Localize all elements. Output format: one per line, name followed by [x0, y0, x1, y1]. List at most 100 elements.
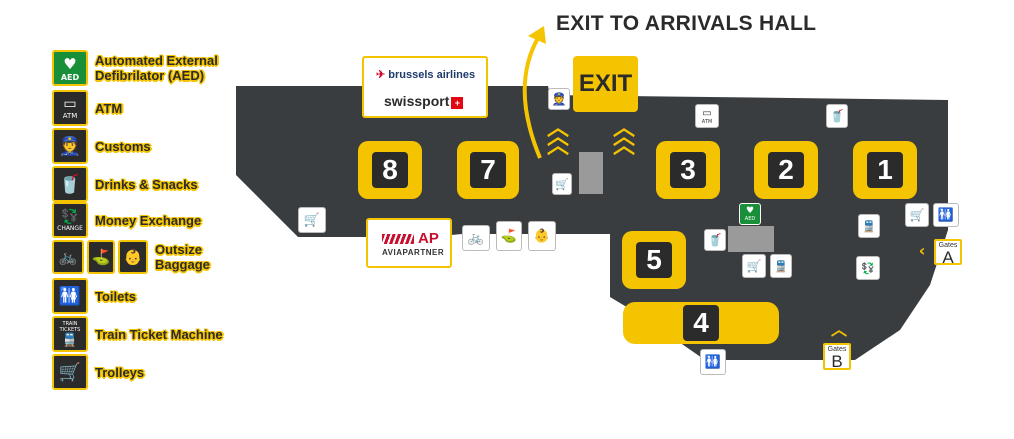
train-ticket-icon: TRAIN TICKETS🚆	[52, 316, 88, 352]
aviapartner-text: AVIAPARTNER	[382, 248, 445, 257]
legend-aed-text: AED	[60, 72, 80, 82]
money-exchange-icon: 💱CHANGE	[52, 202, 88, 238]
belt-number-4: 4	[683, 305, 719, 341]
legend-item-drinks-snacks: 🥤 Drinks & Snacks	[52, 166, 198, 202]
baggage-belt-1: 1	[853, 141, 917, 199]
legend-label-outsize-baggage: Outsize Baggage	[155, 242, 210, 272]
legend-label-toilets: Toilets	[95, 288, 136, 304]
customs-icon: 👮	[52, 128, 88, 164]
legend-change-glyph: 💱	[61, 208, 79, 225]
exit-arrow	[522, 37, 542, 159]
legend-atm-text: ATM	[62, 112, 78, 120]
belt-number-7: 7	[470, 152, 506, 188]
legend-label-train-ticket: Train Ticket Machine	[95, 326, 223, 342]
drinks-snacks-icon: 🥤	[704, 229, 726, 251]
exit-sign: EXIT	[573, 56, 638, 112]
gate-a-arrow: ‹	[918, 241, 926, 260]
atm-icon: ▭ATM	[52, 90, 88, 126]
aed-icon: ♥AED	[52, 50, 88, 86]
legend-item-aed: ♥AED Automated External Defibrilator (AE…	[52, 50, 225, 86]
legend-item-trolleys: 🛒 Trolleys	[52, 354, 144, 390]
legend-item-customs: 👮 Customs	[52, 128, 151, 164]
belt-number-3: 3	[670, 152, 706, 188]
brussels-airlines-text: brussels airlines	[388, 69, 476, 81]
gate-a-letter: A	[942, 248, 954, 267]
legend-label-aed: Automated External Defibrilator (AED)	[95, 53, 218, 83]
train-ticket-icon: 🚆	[770, 254, 792, 278]
trolleys-icon: 🛒	[552, 173, 572, 195]
toilets-icon: 🚻	[52, 278, 88, 314]
brussels-airlines-icon: ✈	[376, 69, 386, 81]
baggage-belt-4: 4	[623, 302, 779, 344]
outsize-golf-icon: ⛳	[496, 221, 522, 251]
exit-sign-text: EXIT	[578, 70, 633, 97]
legend-label-trolleys: Trolleys	[95, 364, 145, 380]
gate-b-arrow: ︿	[830, 320, 847, 339]
outsize-golf-icon: ⛳	[87, 240, 115, 274]
gate-b-sign: Gates B	[823, 343, 851, 370]
baggage-belt-8: 8	[358, 141, 422, 199]
aed-icon-text: AED	[744, 216, 756, 222]
gate-b-small-text: Gates	[827, 346, 847, 353]
drinks-snacks-icon: 🥤	[826, 104, 848, 128]
legend-aed-heart: ♥	[63, 54, 77, 73]
legend-label-customs: Customs	[95, 138, 151, 154]
legend-atm-glyph: ▭	[63, 96, 77, 112]
swissport-logo: swissport+	[384, 93, 464, 109]
baggage-belt-2: 2	[754, 141, 818, 199]
legend-label-atm: ATM	[95, 100, 123, 116]
train-ticket-icon: 🚆	[858, 214, 880, 238]
swissport-text: swissport	[384, 93, 450, 109]
legend-train-text: TRAIN TICKETS	[59, 320, 81, 333]
outsize-bicycle-icon: 🚲	[462, 225, 490, 251]
legend-train-glyph: 🚆	[61, 332, 79, 348]
outsize-bicycle-icon: 🚲	[52, 240, 84, 274]
gate-a-small-text: Gates	[938, 242, 958, 249]
money-exchange-icon: 💱	[856, 256, 880, 280]
trolleys-icon: 🛒	[298, 207, 326, 233]
chevrons-up-right: ︿︿︿	[612, 116, 635, 159]
baggage-belt-3: 3	[656, 141, 720, 199]
atm-icon: ▭ATM	[695, 104, 719, 128]
aviapartner-panel: AP AVIAPARTNER	[366, 218, 452, 268]
legend-item-atm: ▭ATM ATM	[52, 90, 122, 126]
information-desk	[728, 226, 774, 252]
outsize-pram-icon: 👶	[118, 240, 148, 274]
legend-item-train-ticket: TRAIN TICKETS🚆 Train Ticket Machine	[52, 316, 223, 352]
legend-item-money-exchange: 💱CHANGE Money Exchange	[52, 202, 201, 238]
atm-icon-glyph: ▭	[702, 107, 712, 119]
brussels-airlines-logo: ✈ brussels airlines	[376, 68, 475, 81]
outsize-pram-icon: 👶	[528, 221, 556, 251]
swissport-flag-icon: +	[451, 97, 464, 109]
legend-item-toilets: 🚻 Toilets	[52, 278, 136, 314]
legend-label-money-exchange: Money Exchange	[95, 212, 202, 228]
trolleys-icon: 🛒	[905, 203, 929, 227]
toilets-icon: 🚻	[933, 203, 959, 227]
customs-area	[579, 152, 603, 194]
aed-icon: ♥AED	[739, 203, 761, 225]
legend-item-outsize-baggage: 🚲 ⛳ 👶 Outsize Baggage	[52, 240, 215, 274]
drinks-snacks-icon: 🥤	[52, 166, 88, 202]
belt-number-1: 1	[867, 152, 903, 188]
aviapartner-stripes	[382, 234, 414, 244]
aed-icon-heart: ♥	[745, 206, 755, 216]
belt-number-2: 2	[768, 152, 804, 188]
baggage-belt-5: 5	[622, 231, 686, 289]
customs-icon: 👮	[548, 88, 570, 110]
chevrons-up-left: ︿︿︿	[546, 116, 569, 159]
atm-icon-text: ATM	[701, 118, 713, 125]
trolleys-icon: 🛒	[52, 354, 88, 390]
gate-b-letter: B	[831, 352, 843, 371]
gate-a-sign: Gates A	[934, 239, 962, 267]
trolleys-icon: 🛒	[742, 254, 766, 278]
exit-direction-label: EXIT TO ARRIVALS HALL	[556, 12, 817, 35]
baggage-belt-7: 7	[457, 141, 519, 199]
aviapartner-mark: AP	[418, 230, 439, 247]
legend-change-text: CHANGE	[57, 224, 83, 232]
airline-logos-panel: ✈ brussels airlines swissport+	[362, 56, 488, 118]
belt-number-5: 5	[636, 242, 672, 278]
exit-arrow-head	[528, 26, 546, 44]
belt-number-8: 8	[372, 152, 408, 188]
legend-label-drinks-snacks: Drinks & Snacks	[95, 176, 198, 192]
toilets-icon: 🚻	[700, 349, 726, 375]
